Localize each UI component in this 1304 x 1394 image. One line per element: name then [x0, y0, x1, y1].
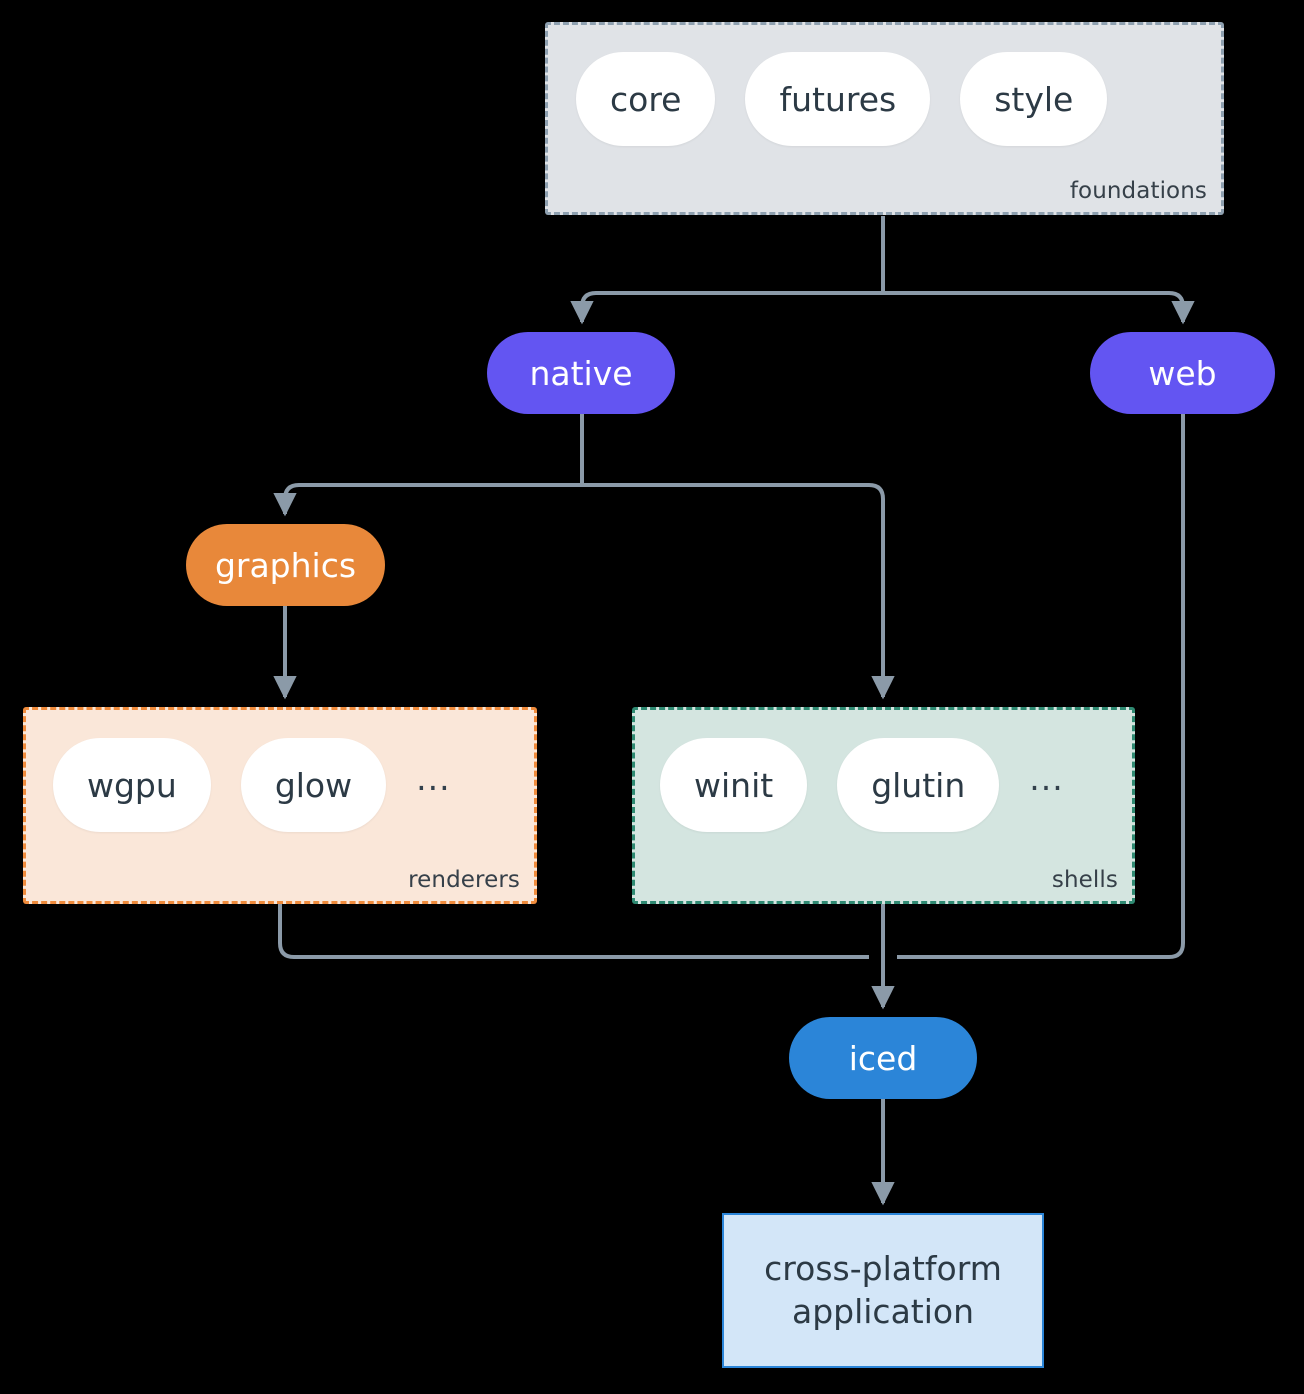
chip-futures[interactable]: futures [745, 52, 931, 146]
chip-winit[interactable]: winit [660, 738, 808, 832]
node-native[interactable]: native [487, 332, 675, 414]
shells-ellipsis: ... [1029, 758, 1064, 798]
application-line-2: application [791, 1291, 975, 1331]
chip-wgpu[interactable]: wgpu [53, 738, 211, 832]
node-graphics[interactable]: graphics [186, 524, 385, 606]
edge-foundations-native [570, 291, 883, 325]
node-web[interactable]: web [1090, 332, 1275, 414]
chip-core[interactable]: core [576, 52, 716, 146]
group-label-foundations: foundations [1069, 178, 1207, 204]
renderers-ellipsis: ... [416, 758, 451, 798]
node-iced[interactable]: iced [789, 1017, 977, 1099]
node-cross-platform-application[interactable]: cross-platform application [722, 1213, 1044, 1368]
edge-renderers-iced [278, 904, 869, 959]
shells-items: winit glutin ... [660, 738, 1064, 832]
foundations-items: core futures style [576, 52, 1108, 146]
edge-native-graphics [273, 483, 582, 517]
edge-foundations-web [883, 291, 1195, 325]
chip-glow[interactable]: glow [240, 738, 387, 832]
application-line-1: cross-platform [764, 1249, 1002, 1289]
renderers-items: wgpu glow ... [53, 738, 451, 832]
group-label-shells: shells [1051, 867, 1118, 893]
group-shells: winit glutin ... shells [632, 707, 1135, 904]
group-foundations: core futures style foundations [545, 22, 1224, 215]
edge-native-shells [582, 483, 895, 700]
group-label-renderers: renderers [408, 867, 520, 893]
group-renderers: wgpu glow ... renderers [23, 707, 537, 904]
chip-glutin[interactable]: glutin [837, 738, 1000, 832]
chip-style[interactable]: style [960, 52, 1108, 146]
